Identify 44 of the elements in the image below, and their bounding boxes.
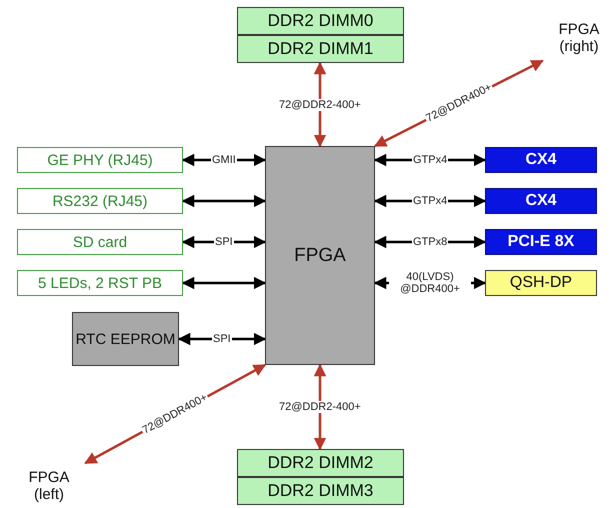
box-label: RS232 (RJ45) bbox=[52, 192, 148, 210]
node-label: FPGA (right) bbox=[548, 18, 610, 58]
edge-label: SPI bbox=[212, 333, 232, 346]
box-label: DDR2 DIMM1 bbox=[268, 39, 374, 59]
box-label: 5 LEDs, 2 RST PB bbox=[38, 274, 162, 292]
edge-label: 72@DDR2-400+ bbox=[278, 98, 362, 111]
arrow bbox=[178, 332, 266, 346]
fpga-box bbox=[265, 146, 375, 365]
node-label: FPGA (left) bbox=[18, 466, 80, 506]
arrow bbox=[314, 364, 326, 450]
box-label: PCI-E 8X bbox=[508, 233, 574, 251]
box-label: DDR2 DIMM3 bbox=[268, 481, 374, 501]
peripheral-box bbox=[17, 270, 183, 296]
memory-box bbox=[237, 449, 404, 477]
connector-box bbox=[485, 147, 597, 173]
box-label: SD card bbox=[72, 234, 128, 250]
box-label: QSH-DP bbox=[510, 274, 572, 292]
edge-label: GTPx4 bbox=[412, 195, 448, 208]
chip-box bbox=[72, 312, 179, 366]
connector-box bbox=[485, 270, 597, 296]
arrow bbox=[182, 276, 266, 290]
memory-box bbox=[237, 477, 404, 505]
connector-box bbox=[485, 229, 597, 255]
box-label: FPGA bbox=[294, 244, 346, 266]
edge-label: GMII bbox=[211, 154, 237, 166]
box-label: DDR2 DIMM0 bbox=[268, 11, 374, 31]
arrow bbox=[182, 236, 266, 248]
box-label: DDR2 DIMM2 bbox=[268, 453, 374, 473]
box-label: CX4 bbox=[525, 192, 557, 210]
memory-box bbox=[237, 35, 404, 63]
box-label: GE PHY (RJ45) bbox=[47, 152, 153, 168]
edge-label: SPI bbox=[214, 236, 234, 248]
edge-label: 72@DDR2-400+ bbox=[278, 401, 362, 414]
connector-box bbox=[485, 188, 597, 214]
peripheral-box bbox=[17, 188, 183, 214]
edge-label: 40(LVDS) @DDR400+ bbox=[389, 271, 471, 296]
edge-label: GTPx8 bbox=[412, 236, 448, 248]
arrow bbox=[182, 194, 266, 208]
box-label: RTC EEPROM bbox=[76, 330, 176, 348]
memory-box bbox=[237, 7, 404, 35]
edge-label: GTPx4 bbox=[412, 154, 448, 166]
peripheral-box bbox=[17, 229, 183, 255]
box-label: CX4 bbox=[525, 151, 557, 169]
peripheral-box bbox=[17, 147, 183, 173]
